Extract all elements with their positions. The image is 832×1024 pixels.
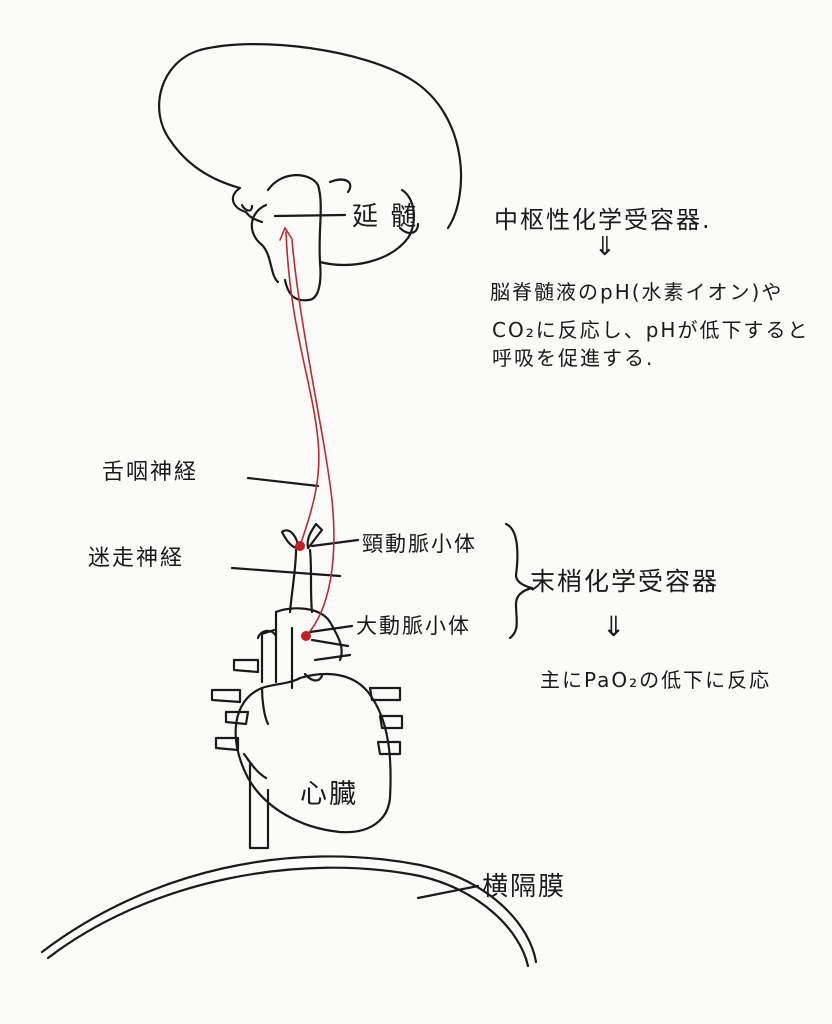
- peripheral-chemoreceptor-title: 末梢化学受容器: [530, 562, 719, 598]
- aortic-body-dot: [301, 631, 311, 641]
- carotid-body-dot: [295, 541, 305, 551]
- central-desc-line1: 脳脊髄液のpH(水素イオン)や: [490, 276, 783, 305]
- central-arrow: ⇓: [594, 232, 618, 262]
- peripheral-desc: 主にPaO₂の低下に反応: [540, 664, 771, 693]
- vagus-leader: [232, 568, 340, 576]
- vagus-label: 迷走神経: [88, 540, 184, 572]
- central-desc-line2: CO₂に反応し、pHが低下すると: [492, 314, 809, 343]
- aortic-body-label: 大動脈小体: [356, 610, 471, 640]
- medulla-leader: [275, 215, 345, 216]
- glossopharyngeal-label: 舌咽神経: [102, 454, 198, 486]
- peripheral-arrow: ⇓: [602, 610, 627, 643]
- medulla-label: 延 髄: [352, 196, 418, 233]
- diaphragm-curve: [42, 856, 536, 962]
- central-desc-line3: 呼吸を促進する.: [492, 342, 654, 371]
- rib-left-4: [216, 738, 238, 750]
- rib-right-1: [370, 688, 400, 700]
- glossopharyngeal-leader: [248, 478, 318, 486]
- rib-left-2: [212, 690, 240, 702]
- diaphragm-label: 横隔膜: [482, 866, 566, 903]
- carotid-body-label: 頸動脈小体: [362, 528, 477, 558]
- carotid-leader: [312, 540, 358, 546]
- heart-label: 心臓: [300, 772, 358, 811]
- brainstem: [268, 175, 321, 300]
- peripheral-bracket: [506, 524, 532, 638]
- carotid-artery: [282, 524, 322, 612]
- aortic-leader: [310, 626, 352, 632]
- rib-left-1: [234, 660, 258, 672]
- central-chemoreceptor-title: 中枢性化学受容器.: [494, 200, 712, 235]
